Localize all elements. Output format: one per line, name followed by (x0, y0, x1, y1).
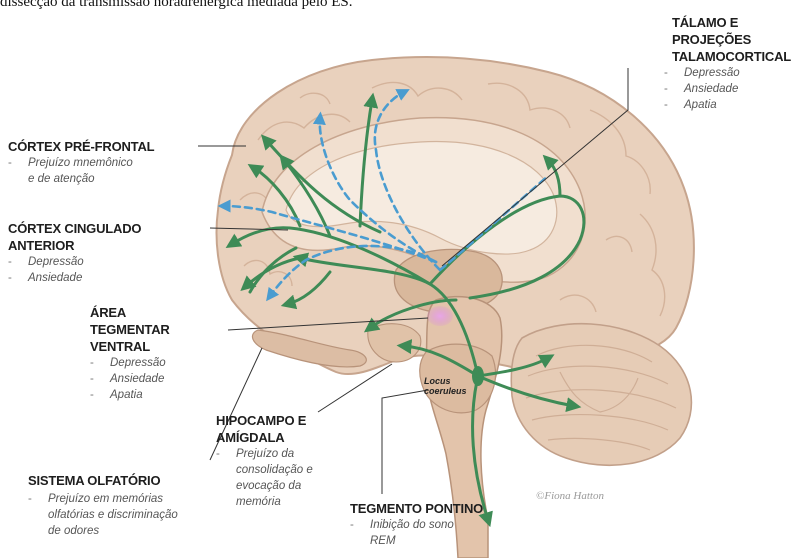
olfatorio-note-2: olfatórias e discriminação (28, 507, 178, 523)
label-pre-frontal: CÓRTEX PRÉ-FRONTAL -Prejuízo mnemônico e… (8, 138, 154, 187)
olfatorio-note-3: de odores (28, 523, 178, 539)
cingulado-note-2: -Ansiedade (8, 270, 141, 286)
tegmentar-note-1: -Depressão (90, 355, 170, 371)
locus-label-line-2: coeruleus (424, 386, 467, 396)
talamo-note-1: -Depressão (664, 65, 791, 81)
label-tegmentar: ÁREA TEGMENTAR VENTRAL -Depressão -Ansie… (90, 304, 170, 403)
locus-coeruleus-label: Locus coeruleus (424, 376, 467, 396)
hipocampo-note-3: evocação da (216, 478, 313, 494)
label-pontino: TEGMENTO PONTINO -Inibição do sono REM (350, 500, 483, 549)
leader-hipocampo (318, 364, 392, 412)
olfatorio-title: SISTEMA OLFATÓRIO (28, 472, 178, 489)
hipocampo-note-4: memória (216, 494, 313, 510)
talamo-note-3: -Apatia (664, 97, 791, 113)
tegmentar-title-3: VENTRAL (90, 338, 170, 355)
leader-pontino (382, 390, 428, 494)
pontino-note-1: -Inibição do sono (350, 517, 483, 533)
hipocampo-title-1: HIPOCAMPO E (216, 412, 313, 429)
leader-talamo (442, 68, 628, 266)
hipocampo-note-2: consolidação e (216, 462, 313, 478)
leader-cingulado (210, 228, 288, 230)
label-hipocampo: HIPOCAMPO E AMÍGDALA -Prejuízo da consol… (216, 412, 313, 510)
tegmentar-title-2: TEGMENTAR (90, 321, 170, 338)
olfatorio-note-1: -Prejuízo em memórias (28, 491, 178, 507)
pre-frontal-note-2: e de atenção (8, 171, 154, 187)
tegmentar-note-3: -Apatia (90, 387, 170, 403)
pre-frontal-note-1: -Prejuízo mnemônico (8, 155, 154, 171)
label-talamo: TÁLAMO E PROJEÇÕES TALAMOCORTICAL -Depre… (672, 14, 791, 113)
locus-label-line-1: Locus (424, 376, 467, 386)
cingulado-title-2: ANTERIOR (8, 237, 141, 254)
talamo-title-2: PROJEÇÕES (672, 31, 791, 48)
illustrator-signature: ©Fiona Hatton (536, 490, 604, 502)
tegmentar-title-1: ÁREA (90, 304, 170, 321)
talamo-title-3: TALAMOCORTICAL (672, 48, 791, 65)
hipocampo-note-1: -Prejuízo da (216, 446, 313, 462)
tegmentar-note-2: -Ansiedade (90, 371, 170, 387)
pontino-title: TEGMENTO PONTINO (350, 500, 483, 517)
cingulado-note-1: -Depressão (8, 254, 141, 270)
talamo-note-2: -Ansiedade (664, 81, 791, 97)
hipocampo-title-2: AMÍGDALA (216, 429, 313, 446)
leader-tegmentar (228, 318, 428, 330)
pre-frontal-title: CÓRTEX PRÉ-FRONTAL (8, 138, 154, 155)
pontino-note-2: REM (350, 533, 483, 549)
talamo-title-1: TÁLAMO E (672, 14, 791, 31)
label-olfatorio: SISTEMA OLFATÓRIO -Prejuízo em memórias … (28, 472, 178, 539)
cingulado-title-1: CÓRTEX CINGULADO (8, 220, 141, 237)
label-cingulado: CÓRTEX CINGULADO ANTERIOR -Depressão -An… (8, 220, 141, 286)
